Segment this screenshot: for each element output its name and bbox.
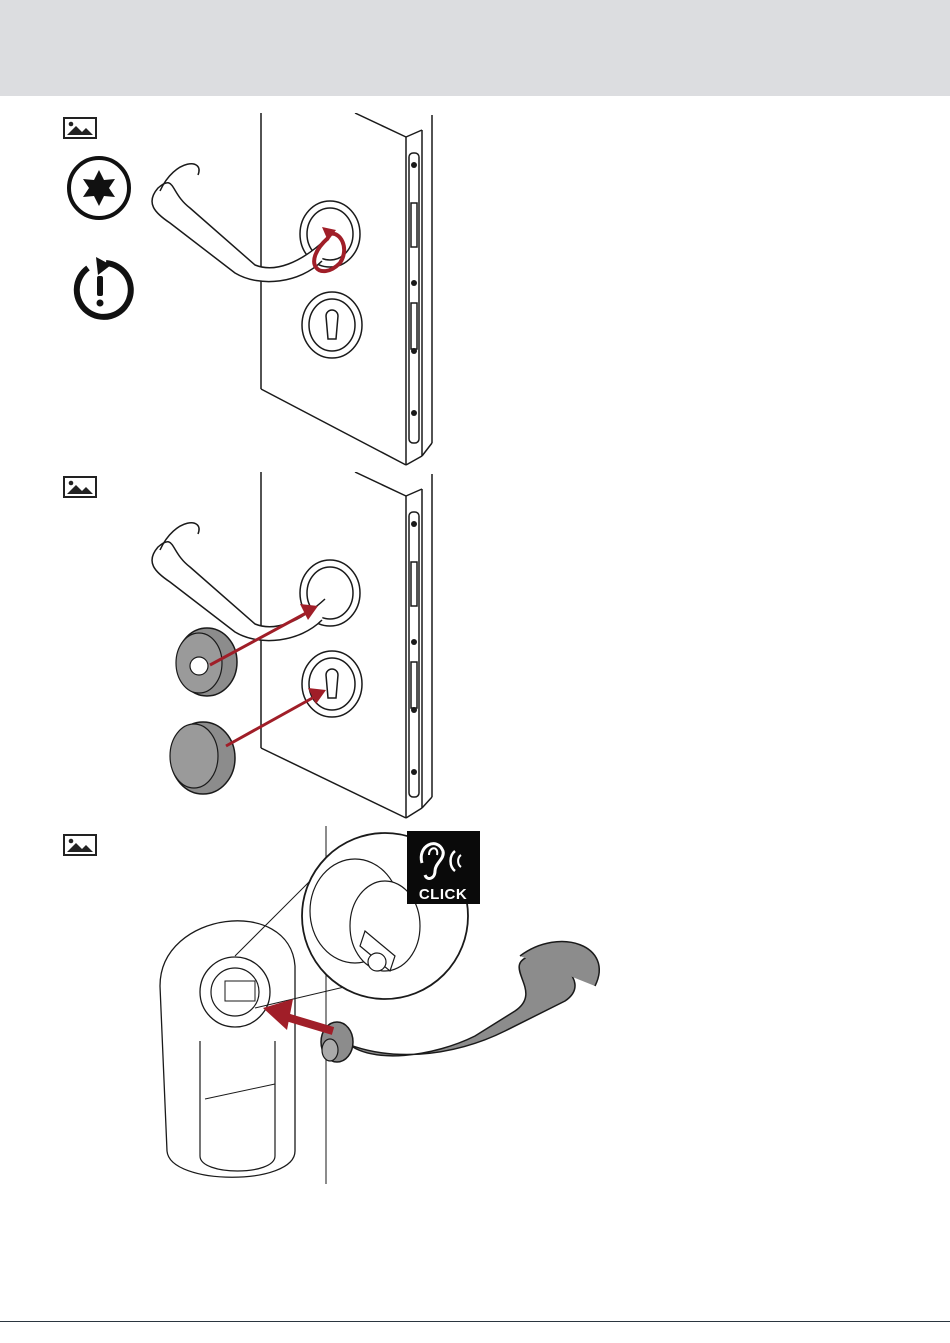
rosette-cover-installation-illustration bbox=[150, 472, 440, 829]
click-text: CLICK bbox=[419, 886, 467, 903]
door-lever-removal-illustration bbox=[150, 113, 440, 470]
image-icon bbox=[63, 834, 97, 856]
image-icon bbox=[63, 117, 97, 139]
hearing-click-icon: CLICK bbox=[407, 831, 480, 904]
image-icon bbox=[63, 476, 97, 498]
lever-click-installation-illustration bbox=[155, 826, 610, 1188]
rotate-warning-icon bbox=[66, 253, 136, 323]
torx-star-icon bbox=[66, 156, 136, 222]
page-header-band bbox=[0, 0, 950, 96]
footer-rule bbox=[0, 1321, 950, 1322]
